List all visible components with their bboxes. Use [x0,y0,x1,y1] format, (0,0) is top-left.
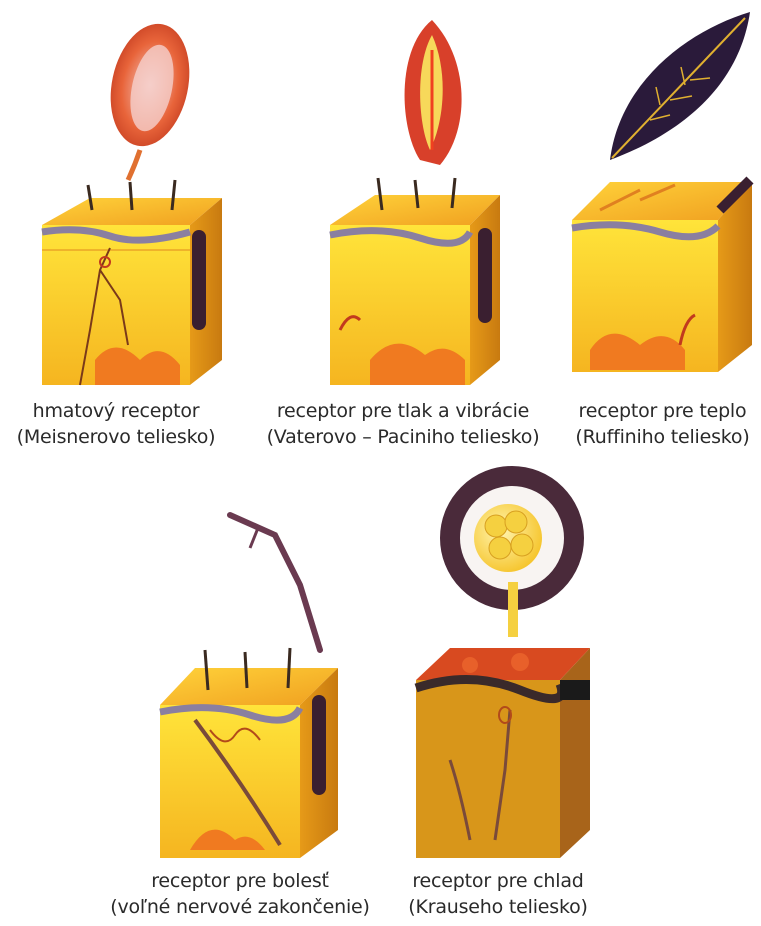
caption-ruffini-line1: receptor pre teplo [564,398,761,424]
pain-receptor-drawing [160,515,338,858]
caption-pacini-line1: receptor pre tlak a vibrácie [248,398,558,424]
meissner-receptor-drawing [42,16,222,385]
caption-meissner-line1: hmatový receptor [0,398,232,424]
caption-ruffini: receptor pre teplo (Ruffiniho teliesko) [564,398,761,450]
caption-pacini: receptor pre tlak a vibrácie (Vaterovo –… [248,398,558,450]
caption-pain-line1: receptor pre bolesť [85,868,395,894]
caption-meissner: hmatový receptor (Meisnerovo teliesko) [0,398,232,450]
ruffini-receptor-drawing [572,12,752,372]
caption-krause-line2: (Krauseho teliesko) [398,894,598,920]
caption-meissner-line2: (Meisnerovo teliesko) [0,424,232,450]
caption-pacini-line2: (Vaterovo – Paciniho teliesko) [248,424,558,450]
caption-ruffini-line2: (Ruffiniho teliesko) [564,424,761,450]
caption-pain: receptor pre bolesť (voľné nervové zakon… [85,868,395,920]
caption-krause-line1: receptor pre chlad [398,868,598,894]
caption-pain-line2: (voľné nervové zakončenie) [85,894,395,920]
krause-receptor-drawing [416,476,590,858]
pacini-receptor-drawing [330,20,500,385]
caption-krause: receptor pre chlad (Krauseho teliesko) [398,868,598,920]
